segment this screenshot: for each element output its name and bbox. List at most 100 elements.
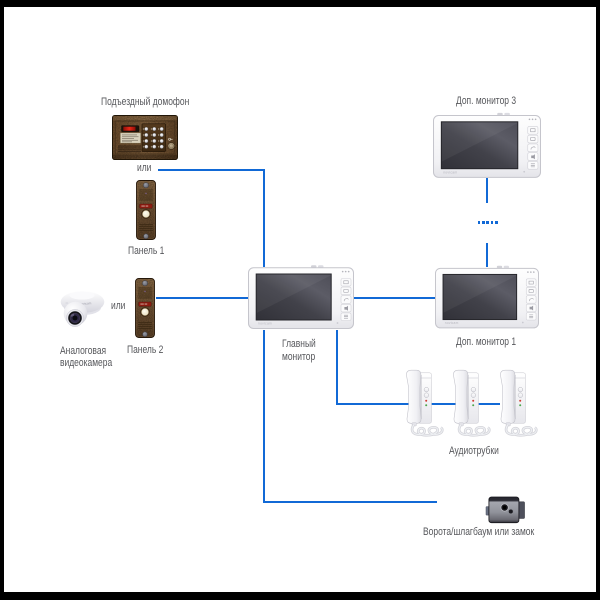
entrance-intercom-rect-28 xyxy=(158,145,160,148)
panel-2-circle-1 xyxy=(142,280,148,287)
entrance-intercom-rect-7 xyxy=(120,132,142,144)
handset-3-circle-4 xyxy=(518,404,521,407)
handset-1-path-1 xyxy=(406,369,422,424)
main-monitor-path-1 xyxy=(256,274,331,313)
monitor-side-buttons xyxy=(340,277,352,321)
extra-monitor-1-circle-2 xyxy=(530,270,532,273)
extra-monitor-3-g-1 xyxy=(530,127,536,167)
panel-1-rect-11 xyxy=(140,205,145,207)
wire-dash xyxy=(494,221,499,224)
panel-1-rect-13 xyxy=(138,224,153,225)
camera-brand-text: novicam xyxy=(79,301,91,306)
or-top-label: или xyxy=(137,162,152,175)
analog-camera-ellipse-3 xyxy=(69,291,95,300)
handset-3-rect-2 xyxy=(512,377,525,379)
frame-left xyxy=(0,0,4,600)
panel-2-rect-11 xyxy=(140,303,144,305)
extra-monitor-1-rect-4 xyxy=(525,278,537,287)
handset-3-circle-2 xyxy=(517,392,523,398)
handset-2-circle-1 xyxy=(470,387,476,393)
main-monitor-rect-10 xyxy=(343,288,349,293)
panel-1-circle-1 xyxy=(142,182,149,189)
entrance-intercom-rect-8 xyxy=(122,134,137,136)
entrance-intercom-g-3 xyxy=(142,128,160,148)
panel-2-label: Панель 2 xyxy=(127,344,164,356)
handset-1-path-2 xyxy=(411,424,443,436)
entrance-intercom-circle-7 xyxy=(144,138,149,144)
extra-monitor-1-path-4 xyxy=(529,314,534,318)
panel-2-rect-7 xyxy=(138,293,152,295)
handset-3-rect-3 xyxy=(513,375,516,419)
entrance-intercom-rect-6 xyxy=(123,126,136,131)
entrance-intercom-circle-11 xyxy=(152,144,157,149)
entrance-intercom-rect-27 xyxy=(150,145,152,148)
wire-extra3-down xyxy=(486,178,489,203)
monitor-side-buttons xyxy=(525,278,537,320)
camera-label-line-1: Аналоговая xyxy=(60,345,107,357)
main-monitor-rect-2 xyxy=(318,264,324,268)
entrance-intercom-circle-2 xyxy=(152,126,157,132)
intercom-key-reader xyxy=(167,142,175,150)
entrance-intercom-circle-10 xyxy=(144,144,149,149)
wire-intercom-horizontal xyxy=(158,169,266,171)
entrance-intercom-rect-5 xyxy=(114,120,176,155)
handsets-label: Аудиотрубки xyxy=(449,445,499,457)
gate-lock-circle-1 xyxy=(502,505,507,510)
wire-dot-1 xyxy=(478,221,481,224)
main-monitor-g-1 xyxy=(343,280,349,318)
extra-monitor-3-rect-9 xyxy=(530,127,536,132)
panel-2-circle-4 xyxy=(142,331,148,337)
extra-monitor-1-circle-3 xyxy=(533,270,535,273)
entrance-intercom-rect-22 xyxy=(158,134,160,136)
extra-monitor-3-path-3 xyxy=(531,153,535,159)
extra-monitor-3-device: novicam xyxy=(433,112,541,178)
or-left-label: или xyxy=(111,299,126,312)
entrance-intercom-rect-21 xyxy=(150,134,152,136)
panel-1-rect-7 xyxy=(138,195,153,197)
frame-top xyxy=(0,0,600,7)
entrance-intercom-circle-6 xyxy=(159,132,164,138)
handset-2-circle-4 xyxy=(472,404,475,407)
handset-3-path-2 xyxy=(505,424,537,436)
entrance-intercom-label: Подъездный домофон xyxy=(101,95,190,108)
wire-monitor-down-right xyxy=(336,329,338,404)
panel-2-rect-8 xyxy=(138,295,152,297)
frame-right xyxy=(596,0,600,600)
main-monitor-rect-9 xyxy=(343,280,349,284)
panel-1-rect-12 xyxy=(145,205,148,207)
panel-1-rect-9 xyxy=(138,199,153,201)
handset-2-rect-2 xyxy=(465,377,478,379)
entrance-intercom-rect-12 xyxy=(122,141,132,143)
handset-2-path-2 xyxy=(458,424,490,436)
panel-call-button xyxy=(141,308,149,316)
panel-2-rect-15 xyxy=(138,326,152,327)
extra-monitor-3-circle-2 xyxy=(531,118,534,120)
entrance-intercom-circle-3 xyxy=(159,126,164,132)
extra-monitor-3-circle-1 xyxy=(528,118,531,120)
analog-camera-circle-4 xyxy=(72,315,78,321)
extra-monitor-3-rect-1 xyxy=(497,112,503,115)
extra-monitor-1-path-1 xyxy=(443,274,517,313)
handset-2-path-1 xyxy=(453,369,469,424)
wire-dot-2 xyxy=(482,221,485,224)
main-monitor-circle-4 xyxy=(336,321,339,324)
entrance-intercom-rect-23 xyxy=(142,140,144,142)
analog-camera-device: novicam xyxy=(60,291,105,327)
entrance-intercom-rect-26 xyxy=(142,145,144,148)
monitor-screen xyxy=(442,273,518,320)
panel-1-rect-15 xyxy=(138,228,153,229)
extra-monitor-3-rect-4 xyxy=(527,125,539,134)
extra-monitor-1-g-1 xyxy=(528,280,534,318)
wire-panel2-to-monitor xyxy=(156,297,248,300)
handset-1-circle-4 xyxy=(425,404,428,407)
extra-monitor-1-rect-9 xyxy=(528,280,534,284)
extra-monitor-1-path-2 xyxy=(529,297,534,301)
extra-monitor-3-label: Доп. монитор 3 xyxy=(456,95,517,107)
wire-dot-4 xyxy=(490,221,493,224)
handset-2-device xyxy=(453,369,491,437)
wire-extra1-up xyxy=(486,242,489,267)
extra-monitor-3-path-2 xyxy=(530,146,536,150)
entrance-intercom-circle-1 xyxy=(144,126,149,132)
wire-to-lock xyxy=(262,501,437,504)
